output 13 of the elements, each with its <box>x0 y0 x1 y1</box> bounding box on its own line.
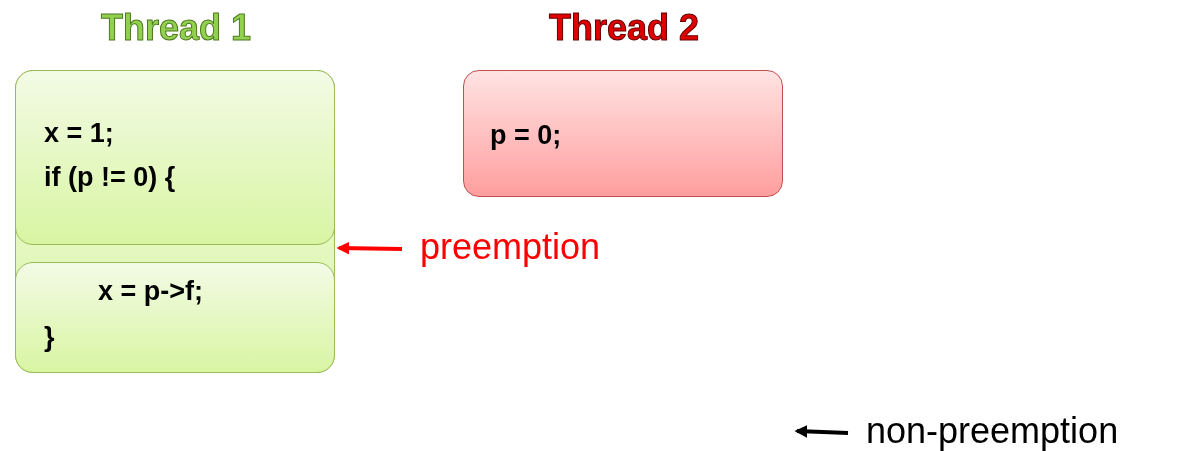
code-line: x = p->f; <box>98 275 204 308</box>
annotation-text: preemption <box>420 225 655 271</box>
thread-heading: Thread 2 <box>549 7 699 49</box>
arrow <box>794 425 849 438</box>
annotation-text: non-preemption <box>866 409 1136 451</box>
code-block-box <box>15 262 335 373</box>
code-line: if (p != 0) { <box>44 161 176 194</box>
code-block-box <box>15 70 335 245</box>
code-line: x = 1; <box>44 117 114 150</box>
thread-heading: Thread 1 <box>101 7 251 49</box>
code-line: } <box>44 321 55 354</box>
code-line: p = 0; <box>490 119 562 152</box>
arrow <box>336 241 403 255</box>
